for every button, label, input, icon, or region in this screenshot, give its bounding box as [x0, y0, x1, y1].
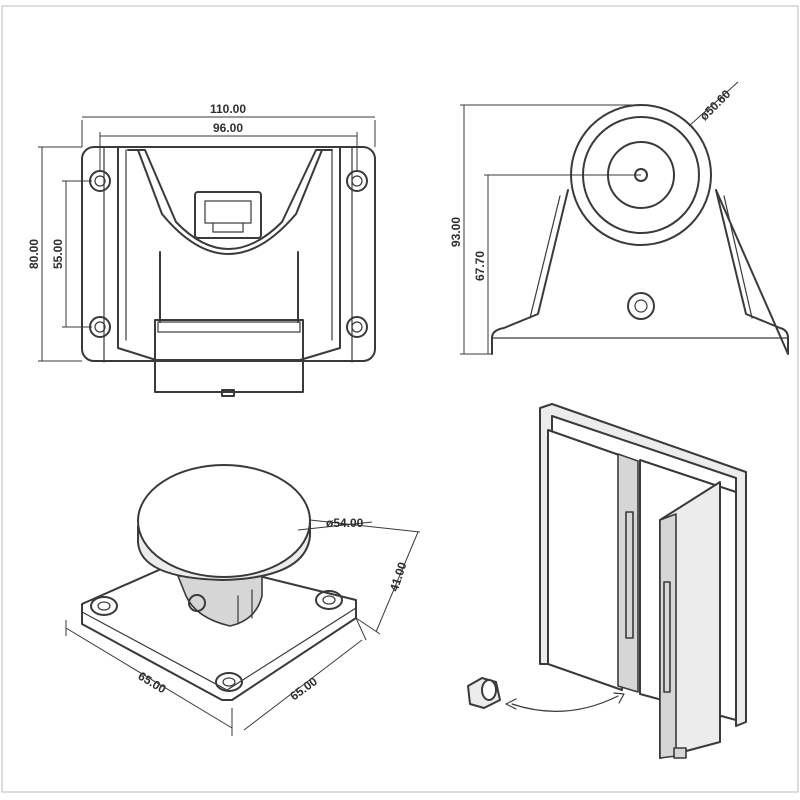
- side-dimension-lines: [460, 81, 739, 355]
- front-bracket-arm-outer: [127, 149, 333, 250]
- dim-iso-base-length: 65.00: [136, 669, 169, 697]
- iso-disc-top: [137, 464, 311, 578]
- dim-front-overall-width: 110.00: [210, 102, 246, 116]
- side-mount-hole-outer: [627, 292, 655, 320]
- front-body-outline: [117, 147, 341, 361]
- front-coil-lip: [157, 321, 301, 333]
- front-view: 110.00 96.00 80.00 55.00: [27, 102, 376, 397]
- dim-side-center-height: 67.70: [473, 251, 487, 281]
- door-scene-illustration: [467, 403, 747, 759]
- side-bracket-inner-lines: [529, 195, 753, 319]
- iso-bracket-ribs: [237, 589, 253, 625]
- door-leaf-left: [547, 429, 623, 691]
- iso-view: ø54.00 41.00 65.00 65.00: [65, 464, 421, 736]
- door-swing-arrow: [511, 695, 619, 712]
- door-leaf-left-handle: [625, 511, 634, 639]
- dim-iso-base-width: 65.00: [287, 674, 320, 703]
- dim-front-hole-spacing-width: 96.00: [213, 121, 243, 135]
- front-clip: [194, 191, 262, 239]
- door-leaf-right-handle: [663, 581, 671, 693]
- front-plate-inner-edges: [103, 147, 353, 363]
- dim-side-disc-diameter: ø50.60: [697, 87, 734, 124]
- drawing-frame: [1, 5, 799, 793]
- dim-iso-height: 41.00: [387, 560, 410, 593]
- iso-bracket-pin: [188, 594, 206, 612]
- front-clip-tab: [212, 222, 244, 233]
- side-view: ø50.60 93.00 67.70: [449, 81, 789, 355]
- iso-dimension-lines: [65, 519, 421, 736]
- door-holder-face: [481, 679, 497, 701]
- door-swing-arrowhead-right: [613, 692, 625, 704]
- front-clip-slot: [204, 200, 252, 224]
- dim-iso-disc-diameter: ø54.00: [326, 516, 364, 530]
- front-coil-pin: [221, 389, 235, 397]
- door-armature-plate: [673, 747, 687, 759]
- front-coil-housing: [154, 319, 304, 393]
- front-bracket-arm-inner: [137, 149, 323, 255]
- front-dimension-lines: [38, 116, 376, 362]
- side-mount-hole-inner: [634, 299, 648, 313]
- iso-mounting-holes: [90, 590, 343, 692]
- front-body-inner-lines: [125, 149, 333, 341]
- dim-side-overall-height: 93.00: [449, 217, 463, 247]
- dim-front-hole-spacing-height: 55.00: [51, 239, 65, 269]
- iso-bracket: [177, 573, 263, 627]
- dim-front-overall-height: 80.00: [27, 239, 41, 269]
- door-swing-arrowhead-left: [505, 698, 517, 710]
- front-center-column: [159, 251, 299, 323]
